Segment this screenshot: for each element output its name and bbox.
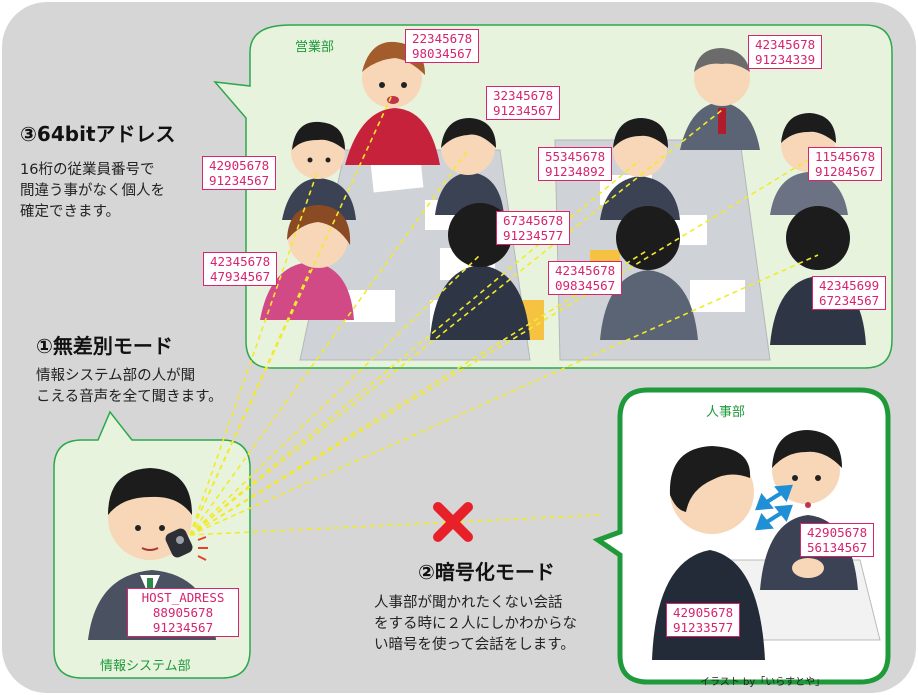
bidirectional-arrow-icon <box>755 484 793 531</box>
hr-panel-title: 人事部 <box>706 405 746 420</box>
promiscuous-body: 情報システム部の人が聞 こえる音声を全て聞きます。 <box>36 368 223 405</box>
encrypted-body: 人事部が聞かれたくない会話 をする時に２人にしかわからな い暗号を使って会話をし… <box>374 595 577 653</box>
promiscuous-heading: ①無差別モード <box>36 334 173 358</box>
addr64-heading: ③64bitアドレス <box>20 122 176 146</box>
encrypted-heading: ②暗号化モード <box>418 560 555 584</box>
illustration-credit: イラスト by「いらすとや」 <box>700 677 826 688</box>
addr64-body: 16桁の従業員番号で 間違う事がなく個人を 確定できます。 <box>20 162 165 220</box>
it-panel-title: 情報システム部 <box>100 659 191 674</box>
listening-lines <box>189 94 819 536</box>
sales-panel-title: 営業部 <box>295 40 335 55</box>
headset-icon <box>165 528 208 561</box>
blocked-x-icon <box>433 502 473 542</box>
